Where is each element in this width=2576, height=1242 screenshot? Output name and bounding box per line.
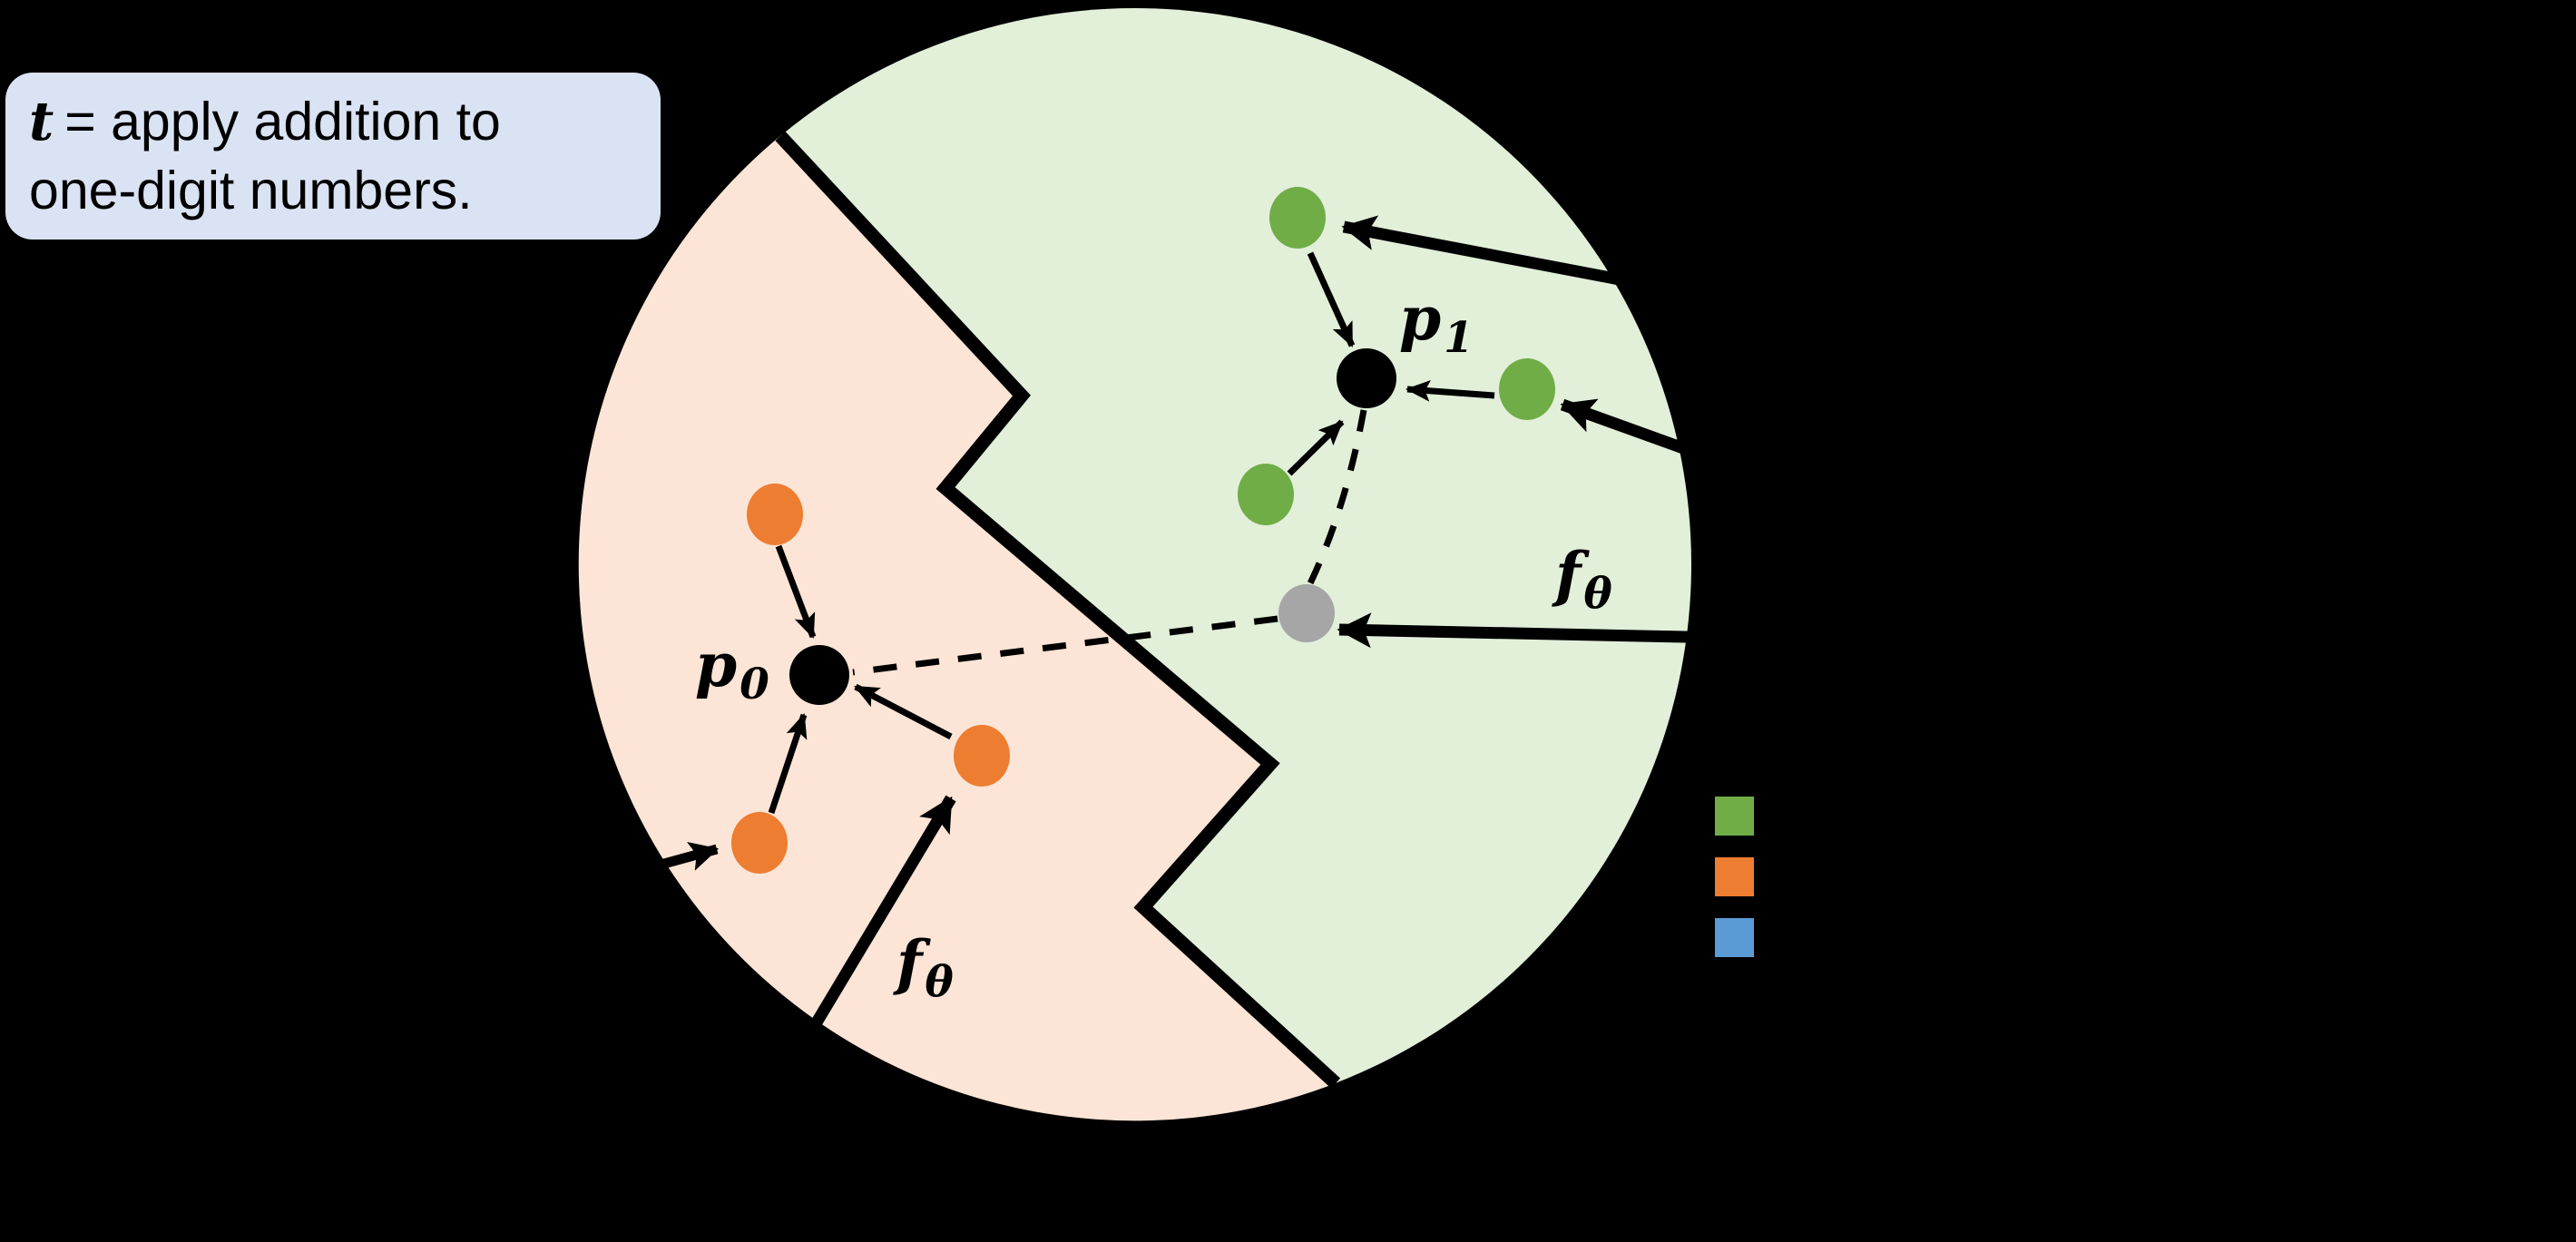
dashed-link-gray-p0 [852, 615, 1278, 676]
task-variable-t: t [29, 90, 54, 152]
arrow-external-to-green-right [1560, 398, 1731, 471]
p0-label-base: p [695, 630, 738, 700]
orange-sample-dot-bottomleft [731, 812, 788, 874]
legend-orange-swatch [1715, 857, 1754, 896]
arrow-green-top-to-p1 [1307, 251, 1356, 347]
p1-label-base: p [1399, 283, 1442, 354]
arrow-external-to-orange-right [773, 795, 956, 1090]
task-equation-rest: = apply addition to [64, 92, 501, 152]
dashed-link-p1-gray [1306, 409, 1367, 587]
arrow-orange-right-to-p0 [854, 683, 953, 740]
p0-prototype-dot [789, 645, 849, 705]
arrow-green-right-to-p1 [1405, 379, 1495, 402]
green-sample-dot-right [1499, 358, 1555, 420]
peach-subregion [578, 136, 1336, 1121]
f-theta-label-right: fθ [1555, 544, 1612, 615]
p0-label-sub: 0 [739, 660, 769, 709]
orange-sample-dot-right [954, 725, 1010, 787]
f-theta-bottom-base: f [896, 927, 923, 998]
f-theta-label-bottom: fθ [896, 933, 954, 1003]
f-theta-bottom-sub: θ [925, 957, 954, 1007]
legend [1715, 797, 1754, 957]
task-line-2: one-digit numbers. [29, 161, 473, 220]
arrow-external-to-gray-dot [1337, 612, 1729, 649]
p1-prototype-dot [1337, 348, 1396, 408]
legend-green-swatch [1715, 797, 1754, 836]
legend-blue-swatch [1715, 918, 1754, 957]
arrow-external-to-green-top [1341, 215, 1730, 307]
green-sample-dot-bottomleft [1238, 464, 1294, 525]
f-theta-right-sub: θ [1583, 569, 1612, 619]
green-sample-dot-top [1269, 187, 1326, 249]
f-theta-right-base: f [1555, 539, 1582, 610]
arrow-orange-top-to-p0 [775, 544, 817, 639]
orange-sample-dot-top [747, 484, 803, 545]
p1-label: p1 [1399, 288, 1474, 359]
arrow-orange-bottomleft-to-p0 [768, 713, 808, 815]
arrow-green-bottomleft-to-p1 [1287, 419, 1345, 476]
task-description-box: t= apply addition to one-digit numbers. [5, 73, 661, 240]
p0-label: p0 [695, 635, 769, 706]
arrow-external-to-orange-bottomleft [622, 841, 720, 880]
jagged-boundary-line [775, 131, 1341, 1089]
gray-sample-dot [1278, 584, 1335, 642]
task-line-1: t= apply addition to [29, 87, 637, 156]
p1-label-sub: 1 [1444, 313, 1474, 363]
